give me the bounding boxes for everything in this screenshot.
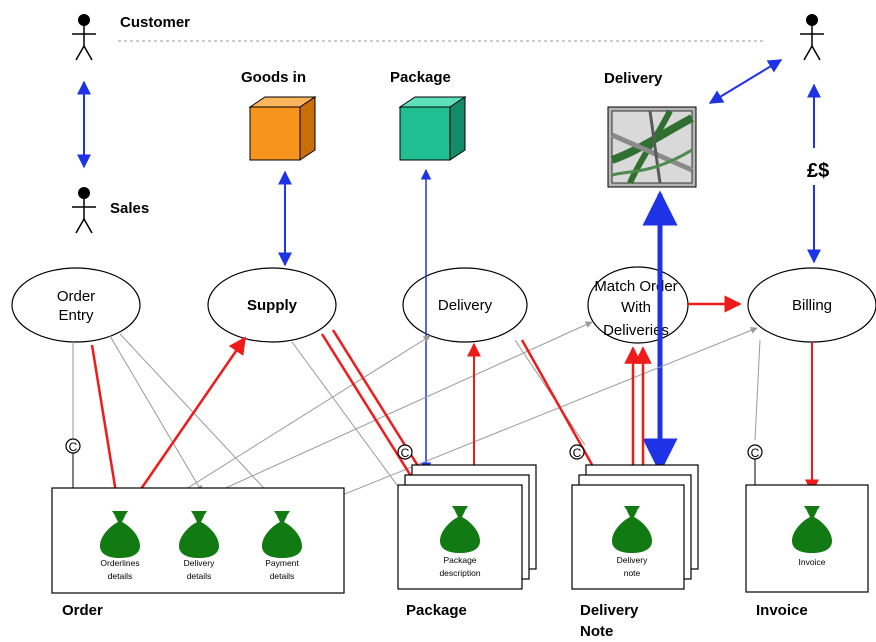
supply-process[interactable]: Supply [207,267,337,343]
delivery-note-title-line1: Delivery [580,602,639,619]
order-entry-label-line2: Entry [58,307,94,324]
connector-symbol: C [573,446,582,460]
money-label: £$ [807,160,829,182]
item-label: Payment [265,558,299,568]
delivery-note-title-line2: Note [580,623,613,640]
match-label-line2: With [621,299,651,316]
delivery-process[interactable]: Delivery [402,267,528,343]
billing-process[interactable]: Billing [747,267,876,343]
item-label: note [624,568,641,578]
invoice-store-title: Invoice [756,602,808,619]
customer-actor-icon [71,13,97,61]
item-label: Delivery [617,555,648,565]
goods-in-box-icon [248,96,317,161]
item-label: details [108,571,133,581]
goods-in-label: Goods in [241,69,306,86]
item-label: description [439,568,480,578]
grey-flows [72,321,761,521]
match-label-line1: Match Order [594,278,677,295]
delivery-note-store[interactable]: C Delivery note [569,444,699,590]
item-label: Package [443,555,476,565]
package-store-title: Package [406,602,467,619]
delivery-process-label: Delivery [438,297,493,314]
item-label: Orderlines [100,558,139,568]
delivery-map-icon [607,106,697,188]
connector-symbol: C [401,446,410,460]
connector-symbol: C [69,440,78,454]
order-store-title: Order [62,602,103,619]
package-resource-label: Package [390,69,451,86]
item-label: Invoice [799,557,826,567]
delivery-customer-arrow [708,59,783,104]
blue-flows [77,59,821,474]
match-order-process[interactable]: Match Order With Deliveries [587,266,689,344]
billing-label: Billing [792,297,832,314]
customer-label: Customer [120,14,190,31]
order-entry-label-line1: Order [57,288,95,305]
package-store[interactable]: C Package description [397,444,537,590]
item-label: details [187,571,212,581]
delivery-resource-label: Delivery [604,70,663,87]
customer-actor-right-icon [799,13,825,61]
package-box-icon [398,96,467,161]
order-entry-process[interactable]: Order Entry [11,267,141,343]
sales-label: Sales [110,200,149,217]
supply-label: Supply [247,297,298,314]
invoice-store[interactable]: C Invoice [745,444,869,593]
sales-actor-icon [71,186,97,234]
connector-symbol: C [751,446,760,460]
order-store[interactable]: C Orderlines details Delivery details Pa… [51,438,345,594]
item-label: Delivery [184,558,215,568]
item-label: details [270,571,295,581]
